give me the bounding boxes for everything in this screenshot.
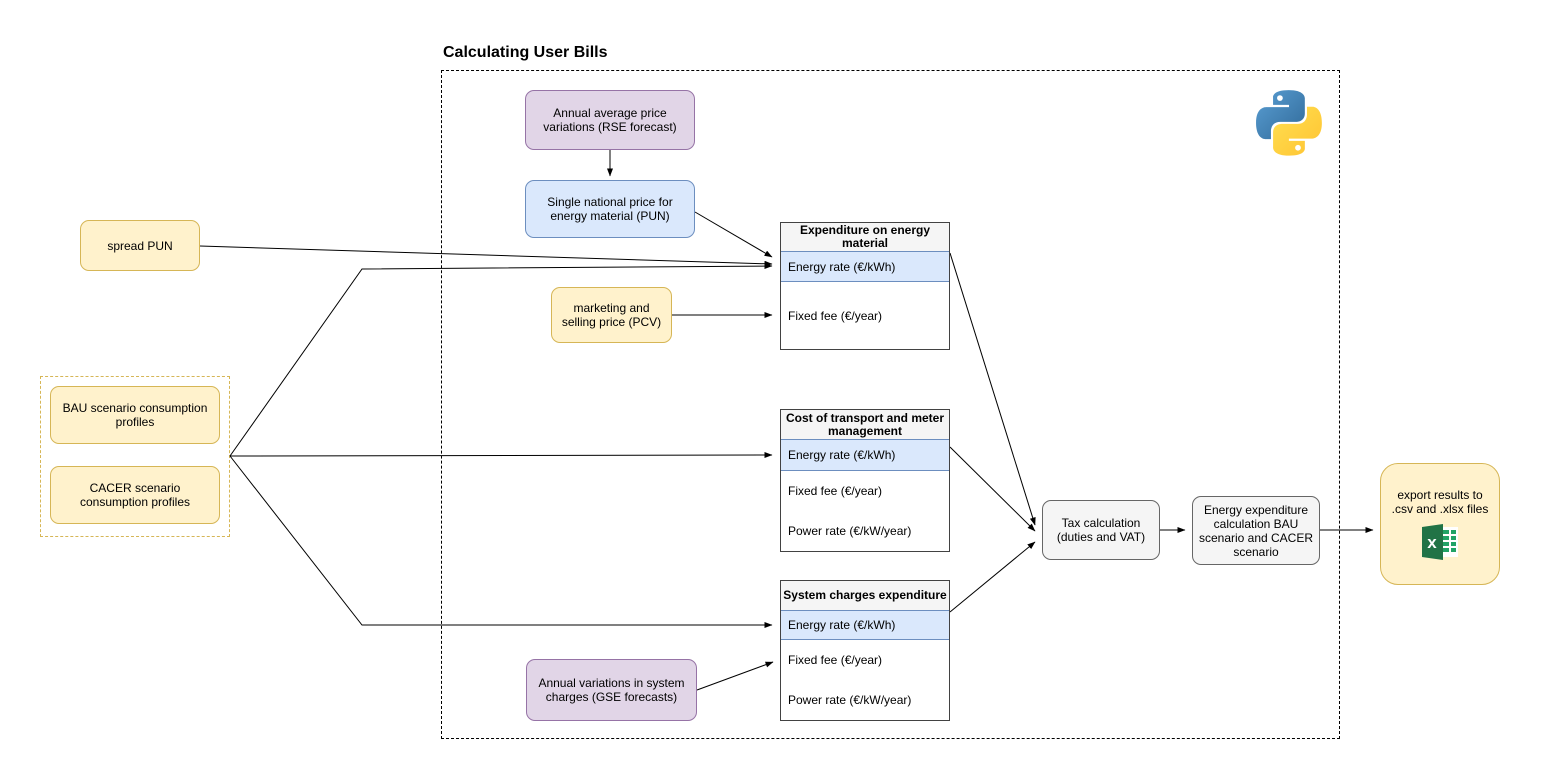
node-energy-expenditure-calculation[interactable]: Energy expenditure calculation BAU scena… [1192, 496, 1320, 565]
node-label: export results to .csv and .xlsx files [1391, 488, 1489, 516]
table-system-charges-expenditure[interactable]: System charges expenditure Energy rate (… [780, 580, 950, 721]
node-spread-pun[interactable]: spread PUN [80, 220, 200, 271]
consumption-profiles-group [40, 376, 230, 537]
node-marketing-selling-price-pcv[interactable]: marketing and selling price (PCV) [551, 287, 672, 343]
table-row: Fixed fee (€/year) [788, 308, 883, 323]
node-label: CACER scenario consumption profiles [79, 481, 191, 509]
table-row: Energy rate (€/kWh) [781, 610, 949, 640]
node-annual-variations-system-charges[interactable]: Annual variations in system charges (GSE… [526, 659, 697, 721]
node-label: Single national price for energy materia… [547, 195, 673, 223]
node-label: marketing and selling price (PCV) [561, 301, 662, 329]
python-logo-icon [1256, 90, 1322, 156]
node-label: Tax calculation (duties and VAT) [1056, 516, 1146, 544]
node-single-national-price-pun[interactable]: Single national price for energy materia… [525, 180, 695, 238]
table-header: Cost of transport and meter management [781, 410, 949, 439]
node-label: Annual average price variations (RSE for… [543, 106, 677, 134]
table-row: Power rate (€/kW/year) [788, 693, 912, 707]
diagram-title: Calculating User Bills [443, 44, 608, 61]
node-bau-consumption-profiles[interactable]: BAU scenario consumption profiles [50, 386, 220, 444]
node-cacer-consumption-profiles[interactable]: CACER scenario consumption profiles [50, 466, 220, 524]
table-row: Power rate (€/kW/year) [788, 524, 912, 538]
table-cost-transport-meter[interactable]: Cost of transport and meter management E… [780, 409, 950, 552]
node-tax-calculation[interactable]: Tax calculation (duties and VAT) [1042, 500, 1160, 560]
node-annual-average-price-variations[interactable]: Annual average price variations (RSE for… [525, 90, 695, 150]
node-export-results[interactable]: export results to .csv and .xlsx files x [1380, 463, 1500, 585]
table-row: Fixed fee (€/year) [788, 484, 883, 498]
node-label: BAU scenario consumption profiles [62, 401, 208, 429]
table-expenditure-energy-material[interactable]: Expenditure on energy material Energy ra… [780, 222, 950, 350]
node-label: Annual variations in system charges (GSE… [538, 676, 685, 704]
excel-icon: x [1422, 524, 1458, 560]
svg-text:x: x [1427, 533, 1437, 552]
table-header: System charges expenditure [781, 581, 949, 610]
table-row: Energy rate (€/kWh) [781, 251, 949, 282]
node-label: spread PUN [107, 238, 173, 253]
table-header: Expenditure on energy material [781, 223, 949, 251]
table-row: Fixed fee (€/year) [788, 653, 883, 667]
table-row: Energy rate (€/kWh) [781, 439, 949, 471]
node-label: Energy expenditure calculation BAU scena… [1198, 502, 1314, 559]
